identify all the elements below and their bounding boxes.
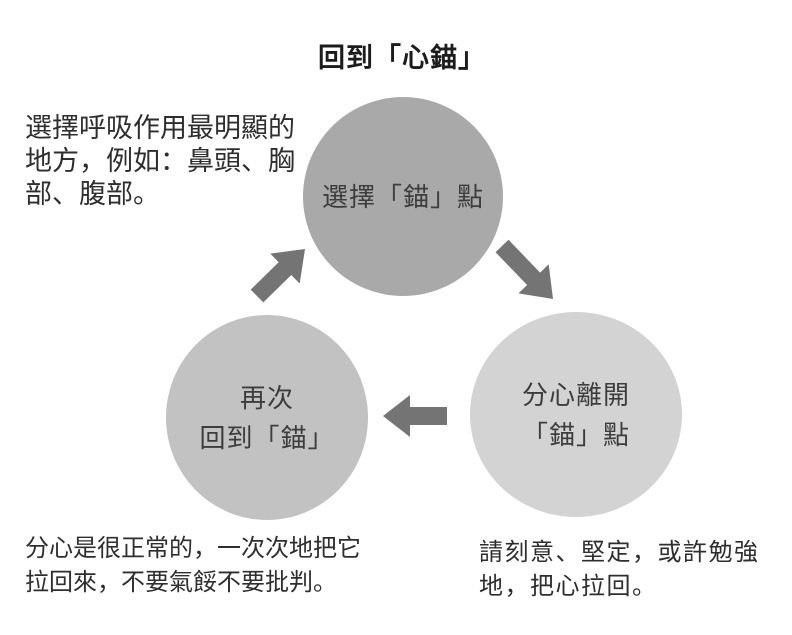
note-bottom-right: 請刻意、堅定，或許勉強 地，把心拉回。 — [479, 536, 760, 604]
arrow-return-to-select-icon — [250, 249, 305, 303]
note-line: 地方，例如：鼻頭、胸 — [25, 146, 295, 176]
diagram-title: 回到「心錨」 — [318, 43, 486, 73]
node-distracted-from-anchor-label: 分心離開 「錨」點 — [522, 375, 630, 455]
node-label-line: 分心離開 — [521, 379, 630, 410]
note-line: 部、腹部。 — [25, 179, 160, 209]
node-select-anchor: 選擇「錨」點 — [303, 97, 503, 296]
note-line: 選擇呼吸作用最明顯的 — [25, 113, 295, 143]
node-return-to-anchor-label: 再次 回到「錨」 — [199, 378, 334, 458]
arrow-select-to-distracted-icon — [495, 239, 553, 299]
node-distracted-from-anchor: 分心離開 「錨」點 — [470, 312, 682, 517]
node-label-line: 「錨」點 — [521, 419, 630, 450]
note-bottom-left: 分心是很正常的，一次次地把它 拉回來，不要氣餒不要批判。 — [25, 532, 361, 600]
node-label-line: 回到「錨」 — [199, 422, 335, 453]
node-select-anchor-label: 選擇「錨」點 — [321, 181, 484, 212]
arrow-distracted-to-return-icon — [383, 395, 447, 437]
note-top-left: 選擇呼吸作用最明顯的 地方，例如：鼻頭、胸 部、腹部。 — [25, 112, 295, 211]
note-line: 拉回來，不要氣餒不要批判。 — [25, 569, 337, 596]
note-line: 分心是很正常的，一次次地把它 — [25, 535, 361, 562]
node-label-line: 再次 — [239, 382, 294, 413]
note-line: 請刻意、堅定，或許勉強 — [479, 539, 760, 566]
node-return-to-anchor: 再次 回到「錨」 — [166, 315, 368, 520]
note-line: 地，把心拉回。 — [479, 573, 658, 600]
